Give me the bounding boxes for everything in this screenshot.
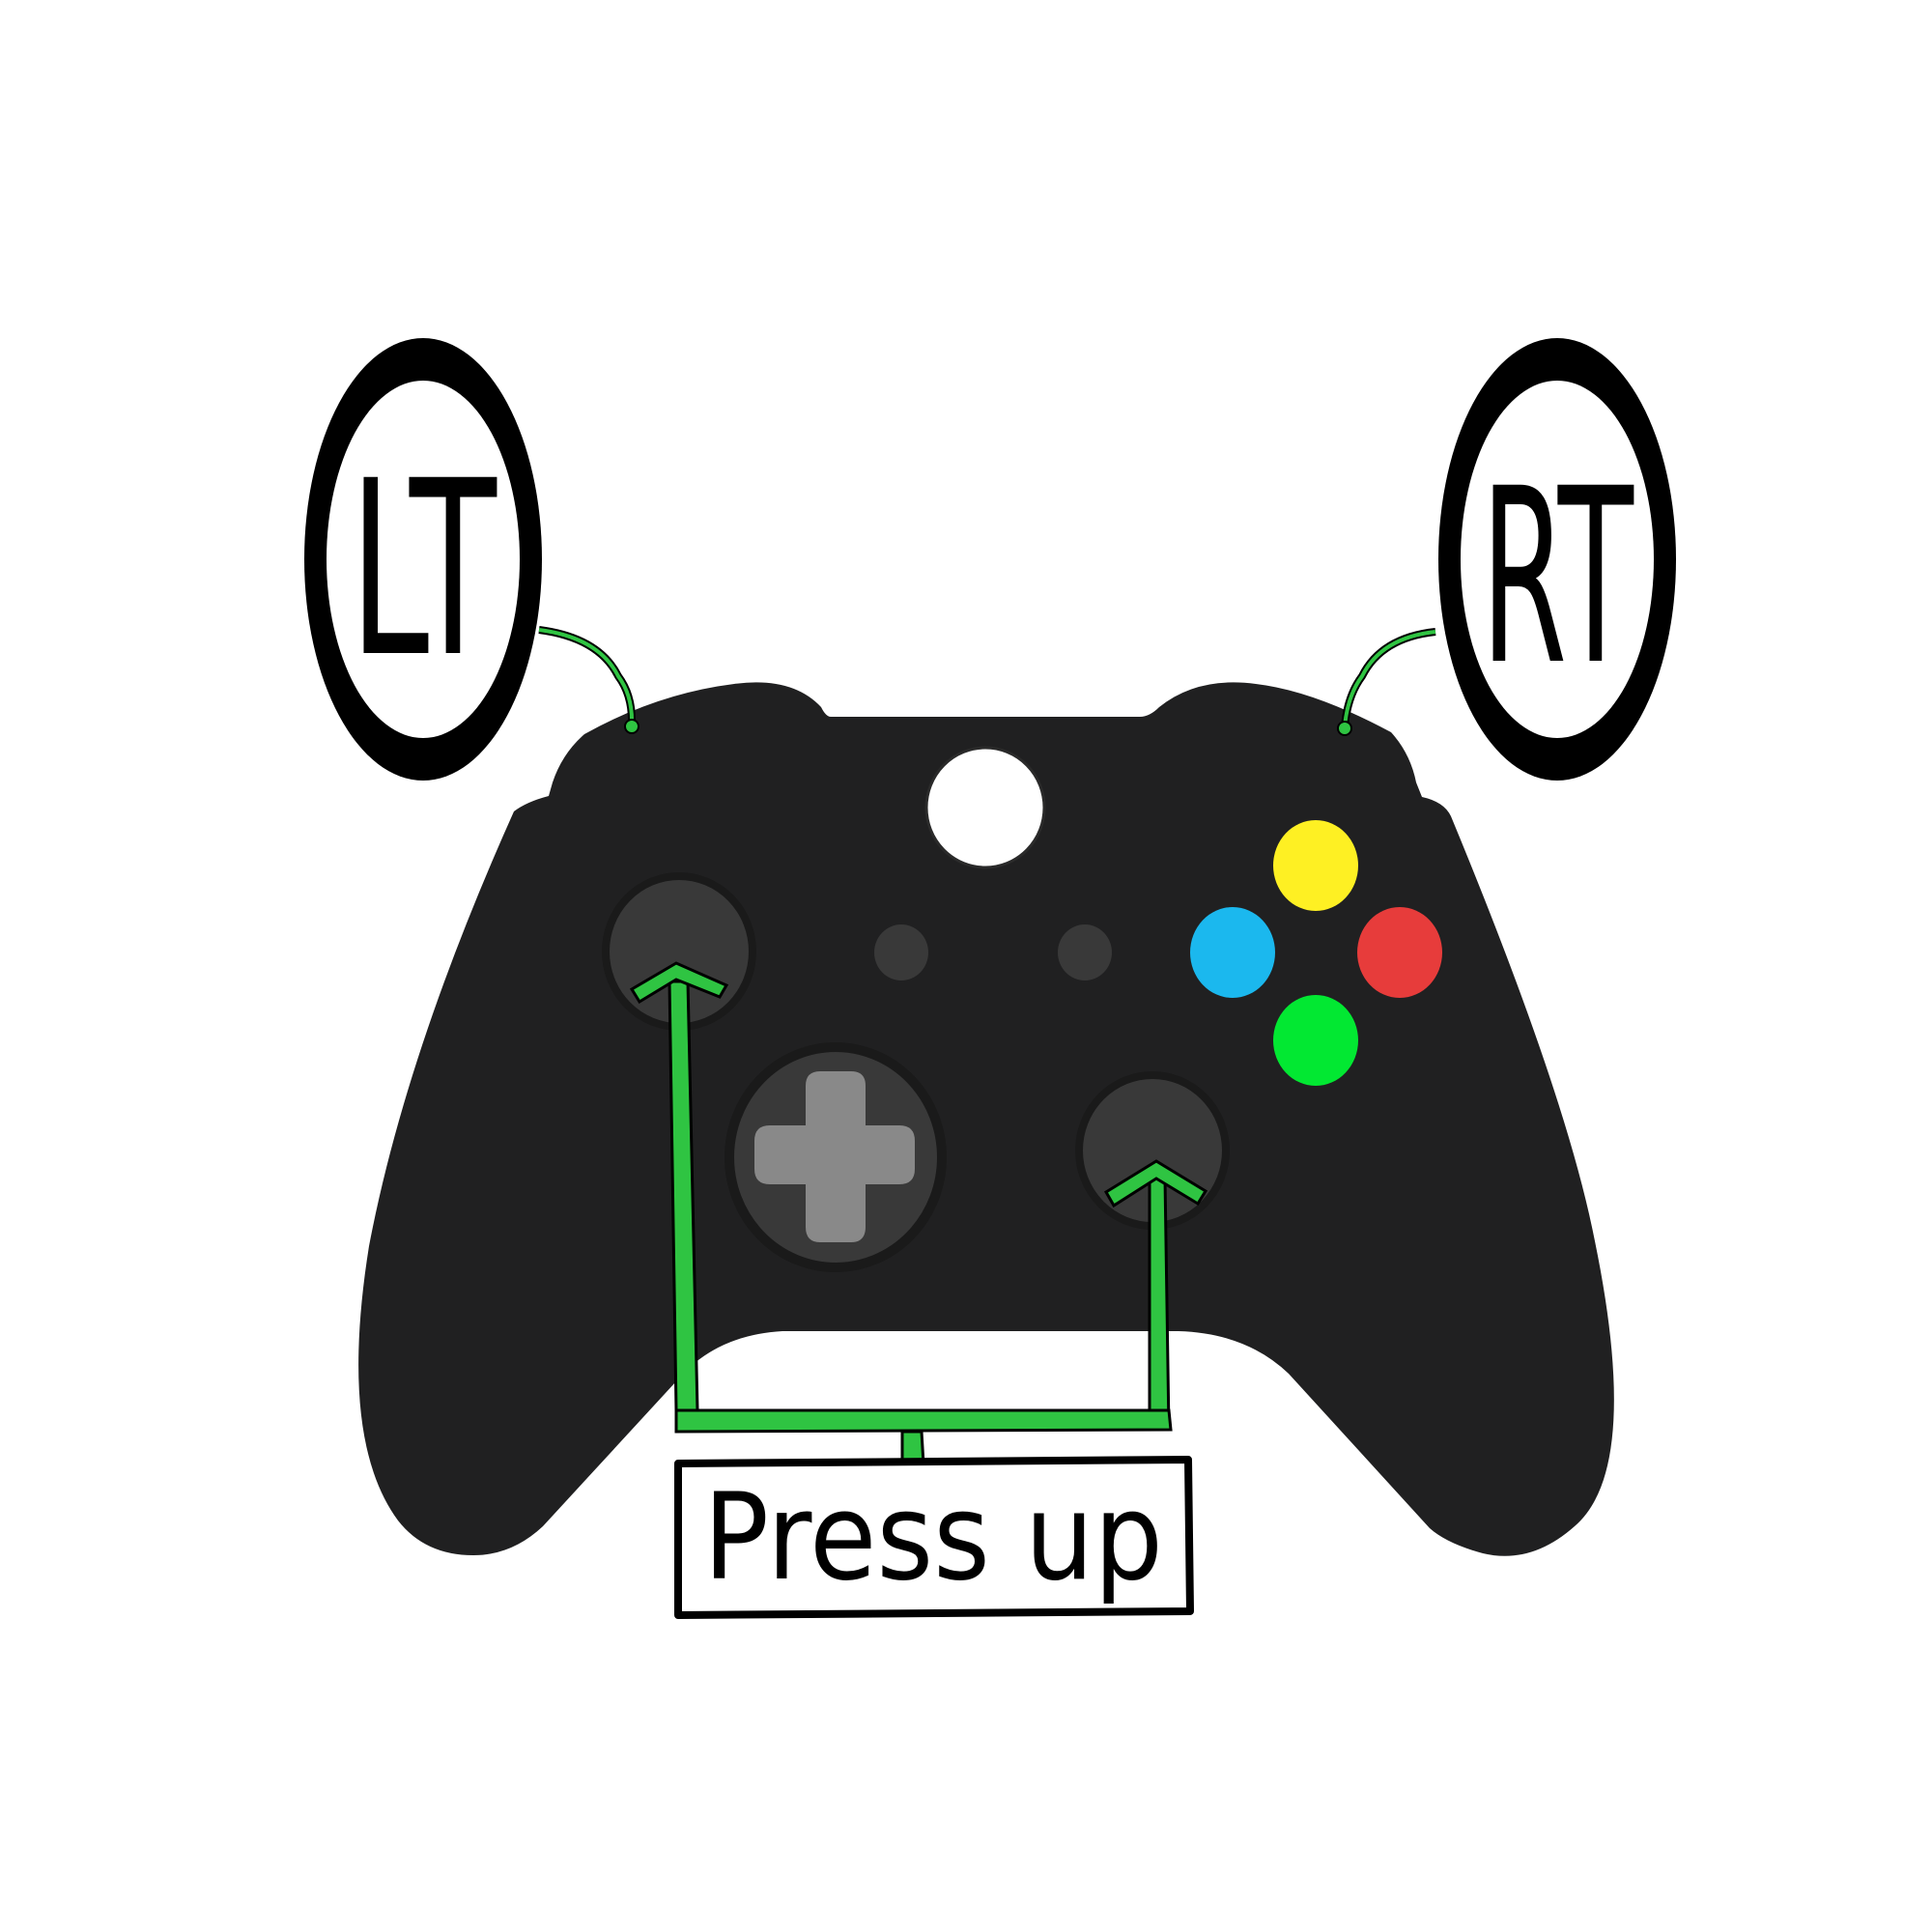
instruction-box [674,1456,1194,1619]
rt-connector-dot [1337,721,1352,736]
x-button[interactable] [1190,907,1275,998]
instruction-label: Press up [703,1468,1163,1607]
back-button[interactable] [874,924,928,980]
lt-connector-dot [624,719,639,734]
rt-connector-inner [1343,630,1436,727]
press-up-bracket [668,980,1173,1466]
b-button[interactable] [1357,907,1442,998]
up-arrow-icon [629,961,729,1005]
lt-label: LT [350,429,497,710]
guide-button-icon[interactable] [924,746,1046,869]
rt-label: RT [1481,437,1634,718]
up-arrow-icon [1103,1159,1208,1208]
a-button[interactable] [1273,995,1358,1086]
lt-bubble [304,338,542,781]
dpad-icon[interactable] [754,1071,915,1242]
lt-connector-inner [538,628,635,725]
y-button[interactable] [1273,820,1358,911]
start-button[interactable] [1058,924,1112,980]
rt-bubble [1438,338,1676,781]
